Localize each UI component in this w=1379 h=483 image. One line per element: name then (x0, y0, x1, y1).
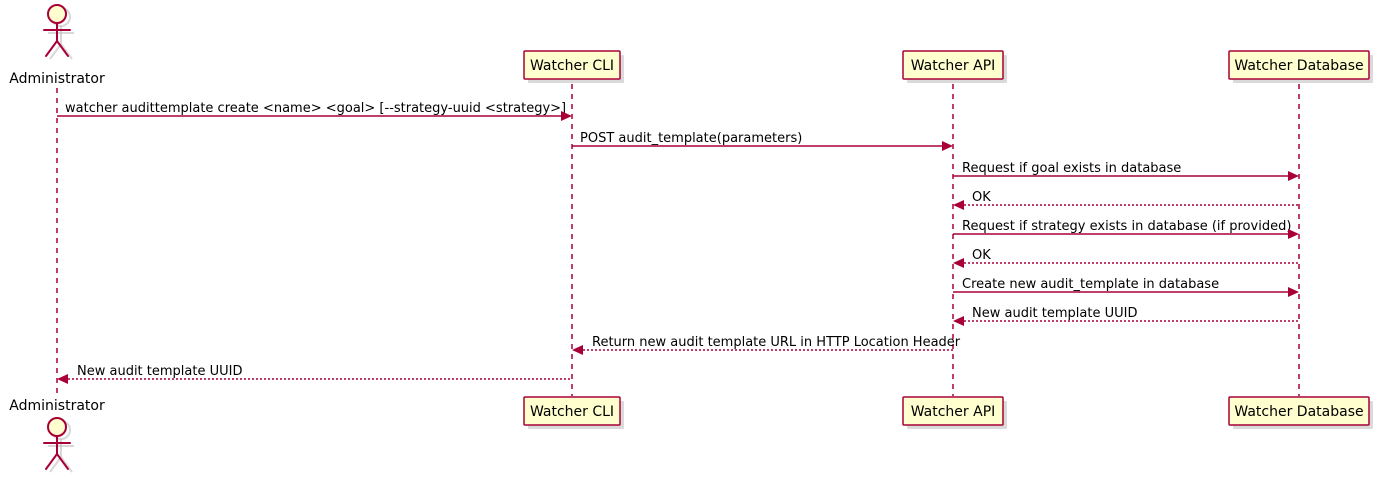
actor-left-leg-icon (45, 453, 58, 470)
lifelines-group (56, 84, 1300, 396)
message-1[interactable]: watcher audittemplate create <name> <goa… (57, 101, 572, 121)
arrow-head-left-10 (57, 374, 68, 384)
participant-label-watcher-database-bottom: Watcher Database (1234, 404, 1363, 420)
message-10[interactable]: New audit template UUID (57, 364, 572, 384)
arrow-head-right-5 (1288, 229, 1299, 239)
message-8[interactable]: New audit template UUID (953, 306, 1299, 326)
participant-watcher-cli-bottom[interactable]: Watcher CLI (523, 396, 624, 429)
participant-watcher-database-top[interactable]: Watcher Database (1228, 50, 1373, 83)
message-label-5: Request if strategy exists in database (… (962, 219, 1291, 234)
actor-right-leg-icon (56, 40, 69, 57)
message-2[interactable]: POST audit_template(parameters) (572, 131, 953, 151)
arrow-head-left-6 (953, 258, 964, 268)
message-label-3: Request if goal exists in database (962, 161, 1181, 176)
message-7[interactable]: Create new audit_template in database (953, 277, 1299, 297)
message-9[interactable]: Return new audit template URL in HTTP Lo… (572, 335, 961, 355)
participant-watcher-api-bottom[interactable]: Watcher API (902, 396, 1007, 429)
participant-box-watcher-database-bottom[interactable] (1228, 396, 1370, 426)
participant-watcher-database-bottom[interactable]: Watcher Database (1228, 396, 1373, 429)
participant-label-watcher-api-bottom: Watcher API (911, 404, 996, 420)
arrow-head-left-4 (953, 200, 964, 210)
message-6[interactable]: OK (953, 248, 1299, 268)
arrow-head-right-1 (561, 111, 572, 121)
arrow-head-left-9 (572, 345, 583, 355)
actor-right-leg-icon (56, 453, 69, 470)
actor-administrator-top[interactable]: Administrator (9, 4, 105, 87)
arrow-head-right-3 (1288, 171, 1299, 181)
participant-box-watcher-api-top[interactable] (902, 50, 1004, 80)
actor-left-leg-icon (45, 40, 58, 57)
message-label-2: POST audit_template(parameters) (580, 131, 802, 146)
participant-box-watcher-cli-bottom[interactable] (523, 396, 621, 426)
message-label-6: OK (972, 248, 991, 263)
participant-label-watcher-database-top: Watcher Database (1234, 58, 1363, 74)
participant-box-watcher-api-bottom[interactable] (902, 396, 1004, 426)
arrow-head-right-2 (942, 141, 953, 151)
participant-watcher-api-top[interactable]: Watcher API (902, 50, 1007, 83)
participant-label-watcher-cli-bottom: Watcher CLI (530, 404, 614, 420)
message-label-8: New audit template UUID (972, 306, 1137, 321)
message-label-4: OK (972, 190, 991, 205)
message-label-1: watcher audittemplate create <name> <goa… (65, 101, 566, 116)
participant-box-watcher-database-top[interactable] (1228, 50, 1370, 80)
arrow-head-right-7 (1288, 287, 1299, 297)
arrow-head-left-8 (953, 316, 964, 326)
message-label-7: Create new audit_template in database (962, 277, 1219, 292)
message-3[interactable]: Request if goal exists in database (953, 161, 1299, 181)
actor-head-icon (47, 417, 67, 437)
participant-box-watcher-cli-top[interactable] (523, 50, 621, 80)
message-4[interactable]: OK (953, 190, 1299, 210)
message-label-9: Return new audit template URL in HTTP Lo… (592, 335, 961, 350)
actor-label-administrator-top: Administrator (9, 71, 105, 87)
participant-label-watcher-cli-top: Watcher CLI (530, 58, 614, 74)
participant-label-watcher-api-top: Watcher API (911, 58, 996, 74)
message-label-10: New audit template UUID (77, 364, 242, 379)
message-5[interactable]: Request if strategy exists in database (… (953, 219, 1299, 239)
actor-label-administrator-bottom: Administrator (9, 398, 105, 414)
actor-administrator-bottom[interactable]: Administrator (9, 398, 105, 473)
actor-head-icon (47, 4, 67, 24)
participant-watcher-cli-top[interactable]: Watcher CLI (523, 50, 624, 83)
